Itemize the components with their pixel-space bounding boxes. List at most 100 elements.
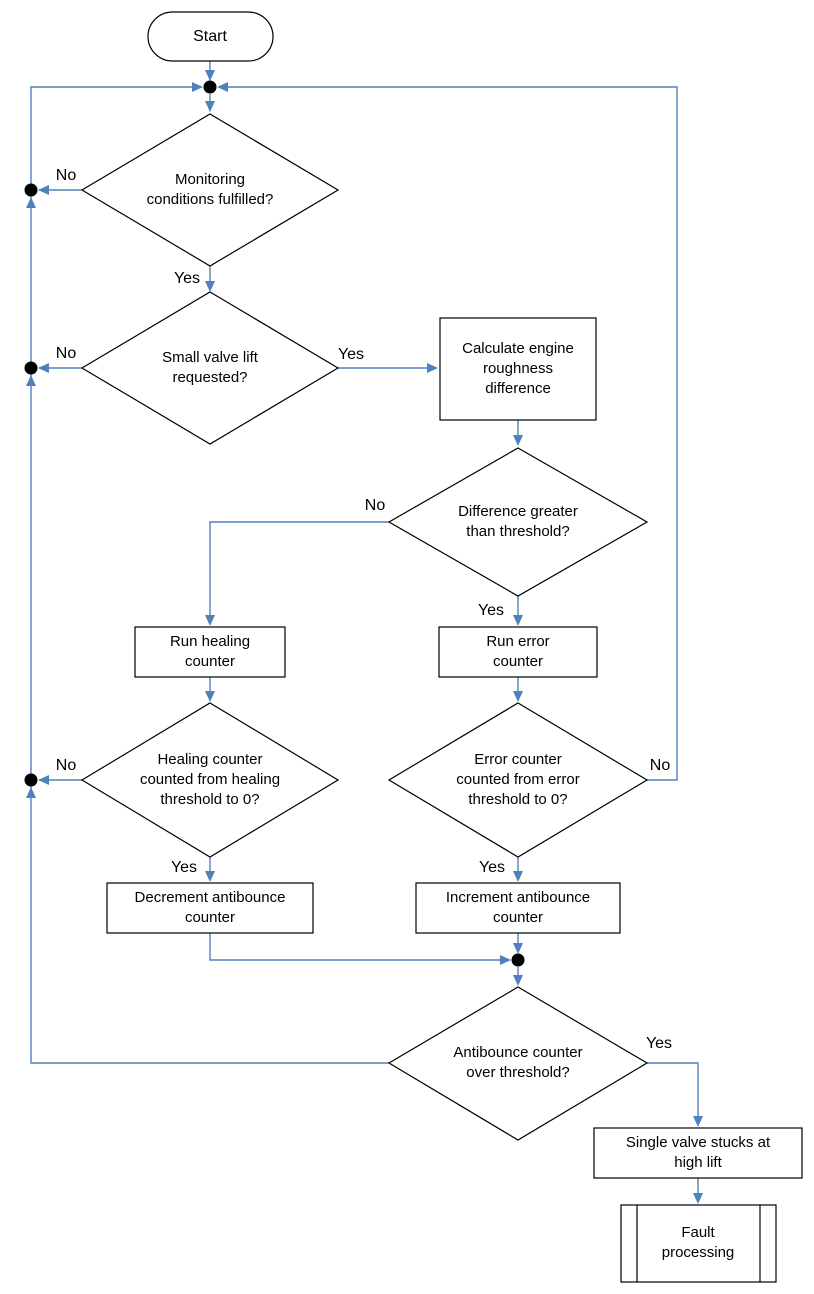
arrowhead-antibounce-yes [693,1116,703,1127]
label-line: counter [184,909,236,926]
small-valve-decision-shape [80,291,340,445]
healing-counted-decision-shape [80,702,340,858]
arrowhead-difference-yes [513,615,523,626]
label-line: Antibounce counter [453,1044,583,1061]
edge-label-antibounce-yes: Yes [645,1035,673,1052]
label-line: counted from healing [139,771,281,788]
label-line: over threshold? [466,1064,570,1081]
run-healing-process-shape [134,626,286,678]
edge-label-healing-no: No [55,757,77,774]
label-line: difference [485,380,551,397]
junction-dot-merge [511,953,525,967]
junction-dot-left-2 [24,361,38,375]
junction-dot-top [203,80,217,94]
label-line: Error counter [474,751,562,768]
arrowhead-monitoring-yes [205,281,215,292]
label-line: Run healing [169,633,251,650]
edge-label-difference-yes: Yes [477,602,505,619]
label-line: Decrement antibounce [134,889,286,906]
arrowheads [26,70,703,1204]
junction-dots [24,80,525,967]
label-line: Calculate engine [462,340,574,357]
label-line: than threshold? [466,523,570,540]
arrowhead-small-valve-yes [427,363,438,373]
edge-label-monitoring-no: No [55,167,77,184]
edge-label-difference-no: No [364,497,386,514]
label-line: requested? [172,369,248,386]
label-line: counter [492,909,544,926]
arrowhead-healing-yes [205,871,215,882]
label-line: processing [661,1244,735,1261]
difference-decision-shape [387,447,649,597]
label-line: Healing counter [157,751,263,768]
fault-predefined-process-shape [620,1204,777,1283]
edge-decrement-to-junction [209,933,509,961]
arrowhead-difference-no [205,615,215,626]
single-valve-process-shape [593,1127,803,1179]
arrowhead-decrement-into-junction [500,955,511,965]
start-terminator-shape [147,11,274,62]
node-label-difference: Difference greater than threshold? [458,502,578,542]
arrowhead-up-into-dot3 [26,787,36,798]
node-label-healing-counted: Healing counter counted from healing thr… [140,750,280,810]
label-line: conditions fulfilled? [146,191,274,208]
arrowhead-monitoring-no [38,185,49,195]
edge-antibounce-yes [647,1062,699,1125]
label-line: threshold to 0? [160,791,260,808]
edge-difference-no [209,521,389,624]
calculate-roughness-process-shape [439,317,597,421]
label-line: Increment antibounce [445,889,591,906]
label-line: Difference greater [458,503,578,520]
node-shapes [80,11,803,1283]
label-line: counter [184,653,236,670]
antibounce-over-decision-shape [387,986,649,1141]
edge-label-error-no: No [649,757,671,774]
edge-label-error-yes: Yes [478,859,506,876]
arrowhead-junction-to-monitoring [205,101,215,112]
label-line: high lift [674,1154,722,1171]
run-error-process-shape [438,626,598,678]
arrowhead-leftrail-into-junction [192,82,203,92]
edge-label-small-valve-yes: Yes [337,346,365,363]
monitoring-decision-shape [80,113,340,267]
increment-antibounce-process-shape [415,882,621,934]
arrowhead-up-into-dot1 [26,197,36,208]
node-label-run-healing: Run healing counter [170,632,250,672]
label-line: Small valve lift [162,349,258,366]
label-line: Single valve stucks at [625,1134,771,1151]
edge-label-monitoring-yes: Yes [173,270,201,287]
arrowhead-error-rect-to-diamond [513,691,523,702]
arrowhead-healing-rect-to-diamond [205,691,215,702]
label-line: counted from error [456,771,580,788]
node-label-start: Start [193,27,227,47]
arrowhead-healing-no [38,775,49,785]
label-line: Run error [486,633,550,650]
arrowhead-start-into-junction [205,70,215,81]
error-counted-decision-shape [387,702,649,858]
node-label-calculate-roughness: Calculate engine roughness difference [462,339,574,399]
decrement-antibounce-process-shape [106,882,314,934]
label-line: Fault [681,1224,715,1241]
node-label-fault-processing: Fault processing [662,1223,735,1263]
edge-error-no-return [219,86,678,781]
arrowhead-increment-into-junction [513,943,523,954]
arrowhead-error-yes [513,871,523,882]
junction-dot-left-3 [24,773,38,787]
node-label-decrement: Decrement antibounce counter [135,888,286,928]
arrowhead-single-valve-to-fault [693,1193,703,1204]
label-line: threshold to 0? [468,791,568,808]
label-line: counter [492,653,544,670]
label-line: Start [193,28,227,45]
node-label-antibounce-over: Antibounce counter over threshold? [453,1043,582,1083]
node-label-error-counted: Error counter counted from error thresho… [456,750,579,810]
node-label-run-error: Run error counter [486,632,549,672]
node-label-single-valve: Single valve stucks at high lift [626,1133,770,1173]
node-label-monitoring: Monitoring conditions fulfilled? [147,170,274,210]
node-label-small-valve: Small valve lift requested? [162,348,258,388]
junction-dot-left-1 [24,183,38,197]
label-line: roughness [482,360,554,377]
edge-label-small-valve-no: No [55,345,77,362]
edge-label-healing-yes: Yes [170,859,198,876]
